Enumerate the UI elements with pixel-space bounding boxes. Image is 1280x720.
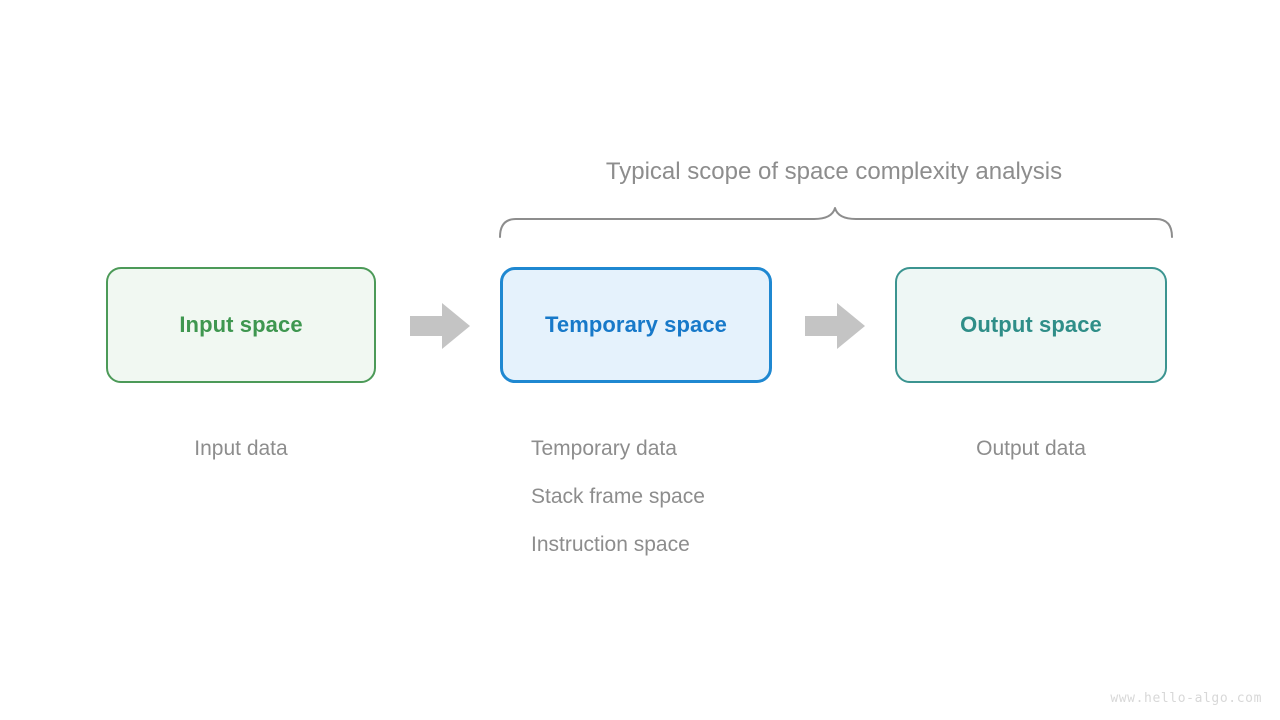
temporary-caption-group: Temporary data Stack frame space Instruc… xyxy=(531,425,705,569)
scope-brace-icon xyxy=(499,207,1173,238)
output-space-box[interactable]: Output space xyxy=(895,267,1167,383)
caption-line: Output data xyxy=(976,437,1086,460)
caption-line: Stack frame space xyxy=(531,485,705,508)
output-space-label: Output space xyxy=(960,312,1102,337)
caption-line: Input data xyxy=(194,437,288,460)
watermark: www.hello-algo.com xyxy=(1110,691,1262,706)
input-caption-group: Input data xyxy=(106,425,376,473)
output-caption-group: Output data xyxy=(895,425,1167,473)
right-arrow-icon xyxy=(410,303,470,349)
caption-line: Instruction space xyxy=(531,533,690,556)
temporary-space-label: Temporary space xyxy=(544,312,728,337)
caption-line: Temporary data xyxy=(531,437,677,460)
right-arrow-icon xyxy=(805,303,865,349)
input-space-label: Input space xyxy=(179,312,303,337)
input-space-box[interactable]: Input space xyxy=(106,267,376,383)
scope-title: Typical scope of space complexity analys… xyxy=(605,158,1063,185)
temporary-space-box[interactable]: Temporary space xyxy=(500,267,772,383)
